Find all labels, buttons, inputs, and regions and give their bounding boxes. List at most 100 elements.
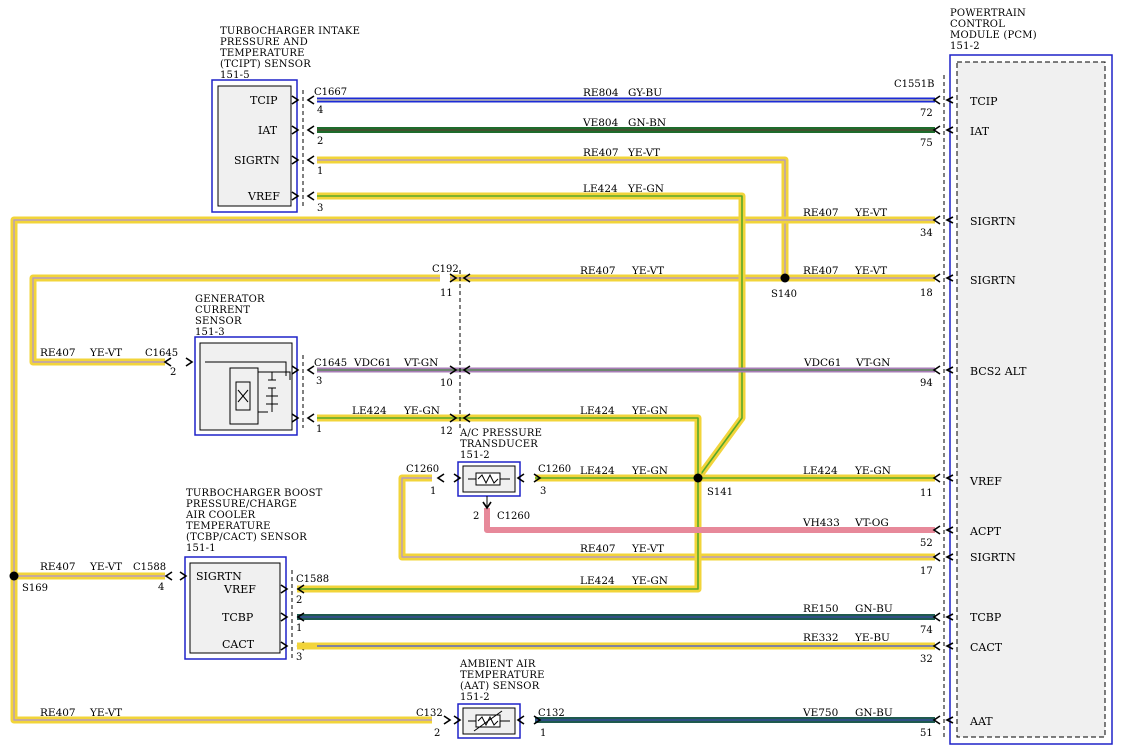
wire-circuit: RE407 bbox=[803, 207, 839, 219]
pcm-pin-number: 51 bbox=[920, 728, 933, 739]
pcm-connector-name: C1551B bbox=[894, 79, 934, 90]
resistor-icon bbox=[235, 381, 251, 411]
tcbp-pin-number: 3 bbox=[296, 652, 302, 663]
tcbp-pin-label: VREF bbox=[223, 583, 256, 596]
wire-circuit: RE407 bbox=[40, 707, 76, 719]
pcm-pin-label: AAT bbox=[969, 715, 993, 728]
acp-title-line-1: A/C PRESSURE bbox=[459, 428, 542, 439]
wire-circuit: RE407 bbox=[40, 561, 76, 573]
pcm-pin-label: TCIP bbox=[970, 95, 998, 108]
wire-circuit: VDC61 bbox=[353, 357, 391, 369]
pcm-pin-label: SIGRTN bbox=[970, 274, 1016, 287]
splice-s140-dot bbox=[780, 273, 790, 283]
tcipt-pin-label: IAT bbox=[258, 124, 278, 137]
aat-sensor: AMBIENT AIR TEMPERATURE (AAT) SENSOR 151… bbox=[416, 659, 565, 739]
pcm-pin-number: 34 bbox=[920, 228, 933, 239]
tcipt-connector-name: C1667 bbox=[314, 87, 347, 98]
wire-color: YE-VT bbox=[627, 147, 660, 159]
wire-color: GN-BU bbox=[855, 707, 893, 719]
gen-title-line-2: CURRENT bbox=[195, 305, 250, 316]
wire-circuit: VE750 bbox=[802, 707, 838, 719]
wire-color: VT-GN bbox=[403, 357, 438, 369]
wire-circuit: VE804 bbox=[582, 117, 619, 129]
gen-left-pin: 2 bbox=[170, 367, 176, 378]
wire-circuit: RE804 bbox=[583, 87, 619, 99]
wire-color: YE-VT bbox=[631, 543, 664, 555]
gen-pin-le: 1 bbox=[316, 424, 322, 435]
tcipt-pin-number: 1 bbox=[317, 166, 323, 177]
pcm-pin-number: 11 bbox=[920, 488, 933, 499]
wire-color: YE-VT bbox=[631, 265, 664, 277]
aat-title-line-4: 151-2 bbox=[460, 692, 490, 703]
pcm-pin-label: CACT bbox=[970, 641, 1003, 654]
wire-color: YE-GN bbox=[631, 465, 668, 477]
capacitor-icon bbox=[258, 371, 291, 413]
wire-circuit: LE424 bbox=[803, 465, 838, 477]
generator-current-sensor: GENERATOR CURRENT SENSOR 151-3 C1645 2 C… bbox=[145, 294, 347, 436]
wire-circuit: RE407 bbox=[580, 543, 616, 555]
wire-circuit: RE407 bbox=[580, 265, 616, 277]
gen-title-line-4: 151-3 bbox=[195, 327, 225, 338]
pcm-pin-label: SIGRTN bbox=[970, 215, 1016, 228]
pcm-pin-number: 72 bbox=[920, 108, 933, 119]
wire-circuit: RE407 bbox=[803, 265, 839, 277]
wire-color: YE-VT bbox=[89, 707, 122, 719]
tcipt-pin-number: 3 bbox=[317, 203, 323, 214]
wires bbox=[10, 97, 935, 724]
pcm-pin-label: VREF bbox=[969, 475, 1002, 488]
wire-color: GN-BU bbox=[855, 603, 893, 615]
wire-color: YE-VT bbox=[89, 347, 122, 359]
pcm-pin-label: SIGRTN bbox=[970, 551, 1016, 564]
pcm-module: POWERTRAIN CONTROL MODULE (PCM) 151-2 C1… bbox=[894, 8, 1113, 745]
tcbp-title-line-3: AIR COOLER bbox=[185, 510, 256, 521]
wire-circuit: VH433 bbox=[802, 517, 840, 529]
tcipt-title-line-5: 151-5 bbox=[220, 70, 250, 81]
tcipt-title-line-2: PRESSURE AND bbox=[220, 37, 308, 48]
acp-pin-right: 3 bbox=[540, 486, 546, 497]
wire-acpt bbox=[484, 508, 935, 533]
wire-color: GN-BN bbox=[628, 117, 666, 129]
tcipt-pin-label: VREF bbox=[247, 190, 280, 203]
tcbp-title-line-4: TEMPERATURE bbox=[186, 521, 271, 532]
pcm-title-line-1: POWERTRAIN bbox=[950, 8, 1026, 19]
wire-circuit: RE150 bbox=[803, 603, 839, 615]
c192-name: C192 bbox=[432, 264, 459, 275]
tcbp-pin-number: 1 bbox=[296, 623, 302, 634]
wire-color: YE-GN bbox=[631, 575, 668, 587]
wire-circuit: LE424 bbox=[580, 405, 615, 417]
splice-s141-label: S141 bbox=[707, 487, 733, 498]
wire-circuit: LE424 bbox=[580, 465, 615, 477]
pcm-pin-number: 75 bbox=[920, 138, 933, 149]
wire-color: YE-GN bbox=[627, 183, 664, 195]
pcm-pin-label: TCBP bbox=[970, 611, 1002, 624]
tcbp-left-pin: 4 bbox=[158, 582, 164, 593]
wire-color: YE-GN bbox=[631, 405, 668, 417]
yellow-green-wires bbox=[297, 192, 935, 593]
splices: S140 S141 S169 bbox=[9, 273, 797, 594]
wire-circuit: RE332 bbox=[803, 632, 839, 644]
aat-pin-left: 2 bbox=[434, 728, 440, 739]
acp-left-connector: C1260 bbox=[406, 464, 439, 475]
tcbp-pin-label: SIGRTN bbox=[196, 570, 242, 583]
pcm-arrows bbox=[932, 95, 954, 725]
pcm-title-line-2: CONTROL bbox=[950, 19, 1005, 30]
tcbp-connector-name: C1588 bbox=[296, 574, 329, 585]
acp-bottom-connector: C1260 bbox=[497, 511, 530, 522]
tcipt-pin-number: 2 bbox=[317, 136, 323, 147]
pcm-pin-number: 18 bbox=[920, 288, 933, 299]
wire-labels: RE804 GY-BU VE804 GN-BN RE407 YE-VT LE42… bbox=[40, 87, 893, 719]
aat-title-line-3: (AAT) SENSOR bbox=[460, 681, 540, 692]
wire-color: YE-VT bbox=[854, 265, 887, 277]
gen-pin-vdc: 3 bbox=[316, 376, 322, 387]
acp-connector-name: C1260 bbox=[538, 464, 571, 475]
tcbp-left-connector: C1588 bbox=[133, 562, 166, 573]
tcbp-pin-label: CACT bbox=[222, 638, 255, 651]
wire-circuit: RE407 bbox=[583, 147, 619, 159]
tcipt-title-line-4: (TCIPT) SENSOR bbox=[220, 59, 311, 70]
wire-color: YE-BU bbox=[854, 632, 890, 644]
tcbp-title-line-2: PRESSURE/CHARGE bbox=[186, 499, 297, 510]
tcipt-title-line-3: TEMPERATURE bbox=[220, 48, 305, 59]
splice-s140-label: S140 bbox=[771, 289, 797, 300]
acp-title-line-3: 151-2 bbox=[460, 450, 490, 461]
pcm-pin-number: 32 bbox=[920, 654, 933, 665]
